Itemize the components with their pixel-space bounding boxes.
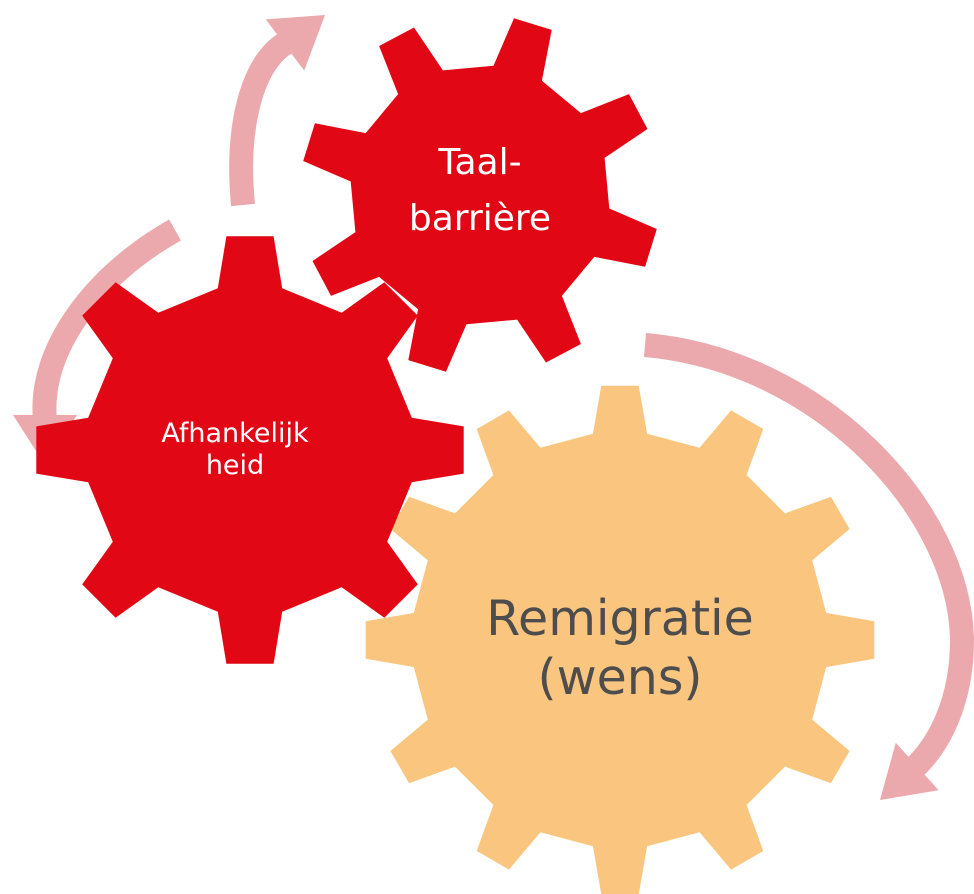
arrow-body	[643, 333, 974, 779]
gear-afhankelijkheid	[36, 236, 464, 664]
gear-label-line: heid	[205, 450, 265, 482]
arrow-right	[643, 333, 974, 800]
arrow-head	[265, 15, 325, 71]
gear-label-taal-barriere: Taal- barrière	[380, 135, 580, 247]
gears	[36, 18, 875, 894]
gear-label-remigratie: Remigratie (wens)	[455, 590, 785, 708]
gear-label-afhankelijkheid: Afhankelijk heid	[120, 418, 350, 483]
arrow-top	[229, 15, 325, 207]
gear-label-line: Remigratie	[486, 590, 754, 647]
gear-remigratie	[365, 385, 875, 894]
gear-taal-barriere	[303, 18, 657, 372]
gear-label-line: (wens)	[537, 648, 703, 706]
arrow-head	[880, 742, 939, 800]
gear-label-line: barrière	[408, 197, 552, 239]
gear-label-line: Taal-	[438, 142, 522, 183]
gear-label-line: Afhankelijk	[161, 418, 309, 449]
cycle-arrows	[13, 15, 974, 800]
arrow-body	[229, 28, 298, 207]
arrow-body	[32, 219, 181, 422]
